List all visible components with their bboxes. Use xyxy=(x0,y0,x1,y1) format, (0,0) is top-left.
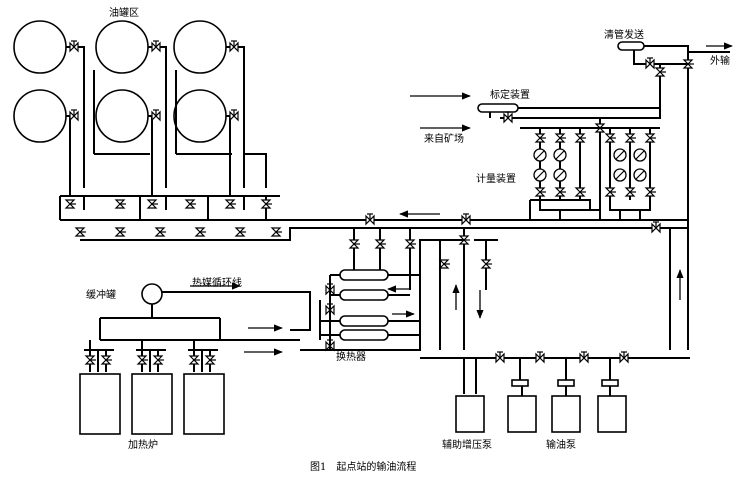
tank-area-label: 油罐区 xyxy=(109,6,139,19)
calibration-prover xyxy=(477,103,519,113)
pumps xyxy=(420,351,690,433)
buffer-tank-loop xyxy=(99,282,311,356)
storage-tank-1 xyxy=(13,20,67,74)
booster-pump-label: 辅助增压泵 xyxy=(442,438,492,451)
main-pipelines xyxy=(60,52,689,350)
pig-launch-label: 清管发送 xyxy=(604,28,644,41)
from-field-label: 来自矿场 xyxy=(424,132,464,145)
storage-tanks xyxy=(13,20,227,143)
metering-label: 计量装置 xyxy=(476,172,516,185)
storage-tank-6 xyxy=(173,89,227,143)
transfer-pump-label: 输油泵 xyxy=(546,438,576,451)
buffer-tank xyxy=(141,283,163,305)
storage-tank-5 xyxy=(95,89,149,143)
heaters xyxy=(79,340,225,435)
heater-3 xyxy=(183,373,225,435)
heater-1 xyxy=(79,373,121,435)
figure-caption: 图1 起点站的输油流程 xyxy=(310,460,416,473)
heat-exchanger-block xyxy=(300,228,498,351)
buffer-tank-label: 缓冲罐 xyxy=(86,288,116,301)
metering-station xyxy=(410,92,661,220)
tank-manifold xyxy=(59,188,280,220)
heater-2 xyxy=(131,373,173,435)
transfer-pump-1 xyxy=(507,395,537,433)
heat-loop-label: 热媒循环线 xyxy=(192,276,242,289)
storage-tank-3 xyxy=(173,20,227,74)
calibration-label: 标定装置 xyxy=(490,88,530,101)
booster-pump xyxy=(455,395,485,433)
storage-tank-4 xyxy=(13,89,67,143)
pig-launcher xyxy=(617,41,733,110)
export-label: 外输 xyxy=(710,54,730,67)
heater-label: 加热炉 xyxy=(128,438,158,451)
transfer-pump-3 xyxy=(597,395,627,433)
storage-tank-2 xyxy=(95,20,149,74)
heat-exchanger-label: 换热器 xyxy=(336,350,366,363)
transfer-pump-2 xyxy=(551,395,581,433)
